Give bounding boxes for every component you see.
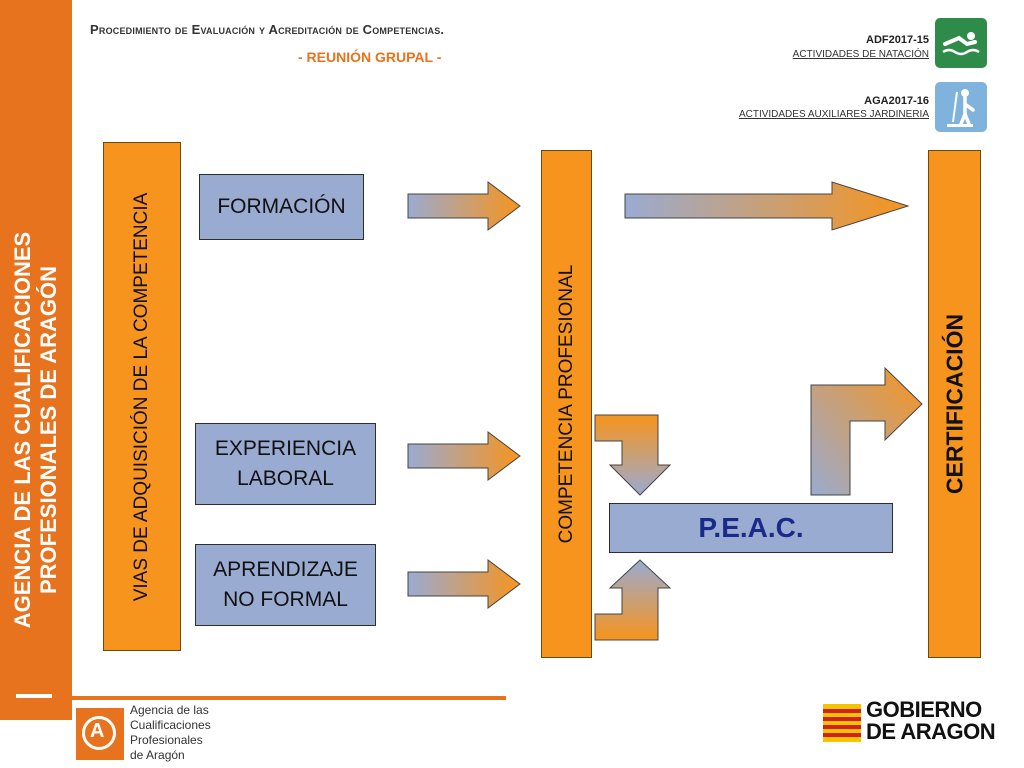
sidebar: AGENCIA DE LAS CUALIFICACIONES PROFESION… [0,0,72,720]
arrow-experiencia [407,431,521,481]
arrow-competencia-to-peac [594,414,672,496]
qualification-link-1[interactable]: ACTIVIDADES DE NATACIÓN [792,49,929,60]
qualification-code-2: AGA2017-16 [864,95,929,107]
page-subtitle: - REUNIÓN GRUPAL - [298,49,442,65]
aragon-flag-icon [823,704,861,742]
government-logo-text: GOBIERNO DE ARAGON [866,697,996,744]
sidebar-divider [16,694,52,698]
arrow-aprendizaje-to-peac [594,559,672,641]
qualification-link-2[interactable]: ACTIVIDADES AUXILIARES JARDINERIA [738,109,929,120]
swimmer-icon [935,18,987,68]
vias-bar: VIAS DE ADQUISICIÓN DE LA COMPETENCIA [103,142,181,651]
arrow-formacion [407,181,521,231]
competencia-label: COMPETENCIA PROFESIONAL [555,264,577,544]
formacion-box: FORMACIÓN [199,174,364,240]
experiencia-box: EXPERIENCIA LABORAL [195,423,376,505]
competencia-bar: COMPETENCIA PROFESIONAL [541,150,592,658]
vias-label: VIAS DE ADQUISICIÓN DE LA COMPETENCIA [131,192,152,601]
arrow-aprendizaje [407,559,521,609]
gardener-icon [935,82,987,132]
agency-logo: A [76,708,124,760]
peac-box: P.E.A.C. [609,503,893,553]
arrow-to-certificacion [624,181,910,231]
bottom-divider [72,696,506,700]
certificacion-bar: CERTIFICACIÓN [928,150,981,658]
agency-footer-name: Agencia de las Cualificaciones Profesion… [130,703,211,762]
arrow-peac-to-certificacion [810,366,923,496]
page-title: Procedimiento de Evaluación y Acreditaci… [90,22,445,37]
aprendizaje-box: APRENDIZAJE NO FORMAL [195,544,376,626]
qualification-code-1: ADF2017-15 [866,34,929,46]
certificacion-label: CERTIFICACIÓN [941,313,967,495]
